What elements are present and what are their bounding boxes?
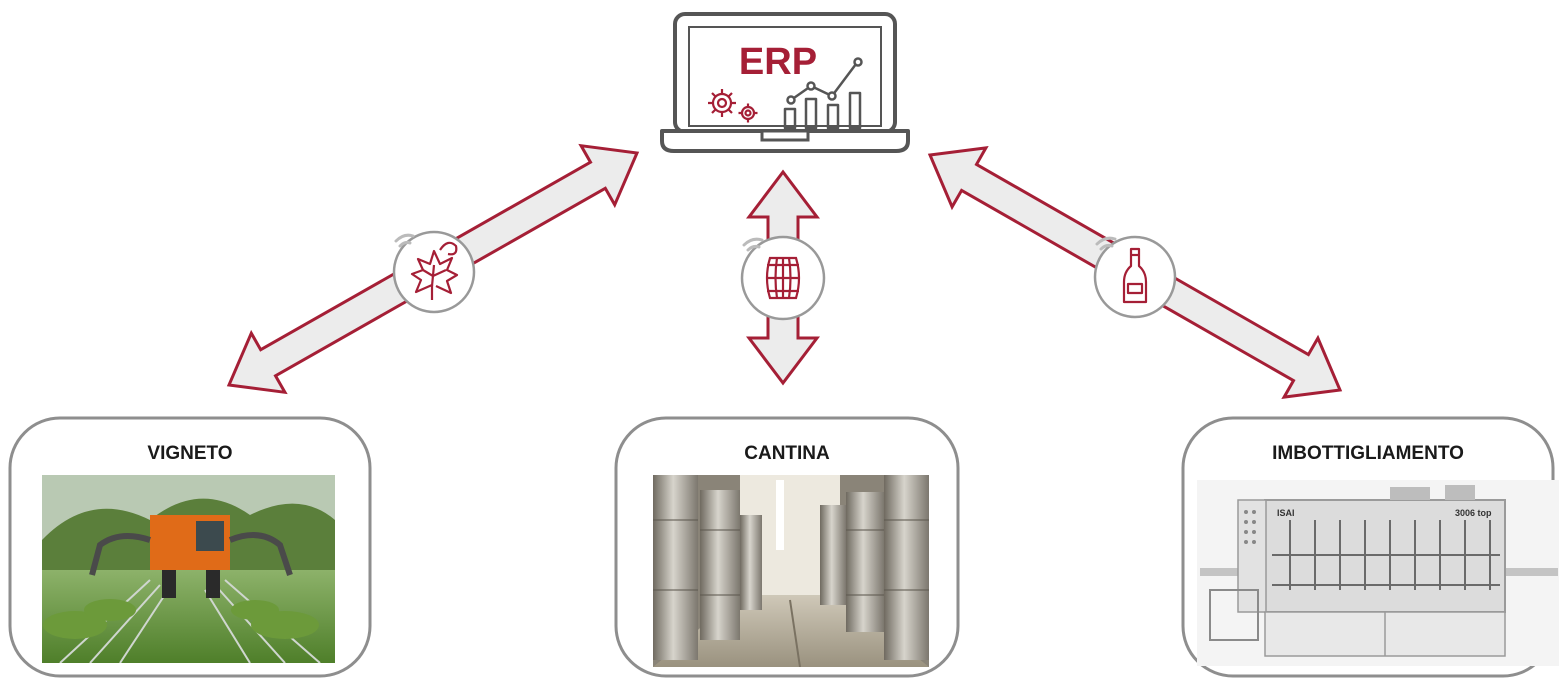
erp-laptop: ERP <box>660 12 910 153</box>
cantina-title: CANTINA <box>744 443 830 464</box>
bar-chart-icon <box>783 57 863 130</box>
vigneto-title: VIGNETO <box>147 443 232 464</box>
gears-icon <box>708 89 758 123</box>
imbottigliamento-photo: ISAI 3006 top <box>1197 480 1559 666</box>
wine-bottle-node-icon <box>1093 235 1177 319</box>
imbottigliamento-title: IMBOTTIGLIAMENTO <box>1272 443 1464 464</box>
wifi-icon <box>1095 236 1117 251</box>
cantina-card: CANTINA <box>614 416 960 678</box>
laptop-trackpad <box>760 129 810 142</box>
vigneto-photo <box>42 475 335 663</box>
imbottigliamento-card: IMBOTTIGLIAMENTO ISAI 3006 top <box>1181 416 1559 678</box>
vine-leaf-node-icon <box>392 230 476 314</box>
wifi-icon <box>742 237 764 252</box>
barrel-node-icon <box>740 235 826 321</box>
vigneto-card: VIGNETO <box>8 416 372 678</box>
machine-model: 3006 top <box>1455 508 1492 518</box>
machine-brand: ISAI <box>1277 508 1295 518</box>
cantina-photo <box>653 475 929 667</box>
vine-leaf-icon <box>410 241 459 300</box>
wine-bottle-icon <box>1122 247 1148 304</box>
barrel-icon <box>765 256 801 300</box>
erp-label: ERP <box>739 41 817 83</box>
wifi-icon <box>394 233 415 248</box>
